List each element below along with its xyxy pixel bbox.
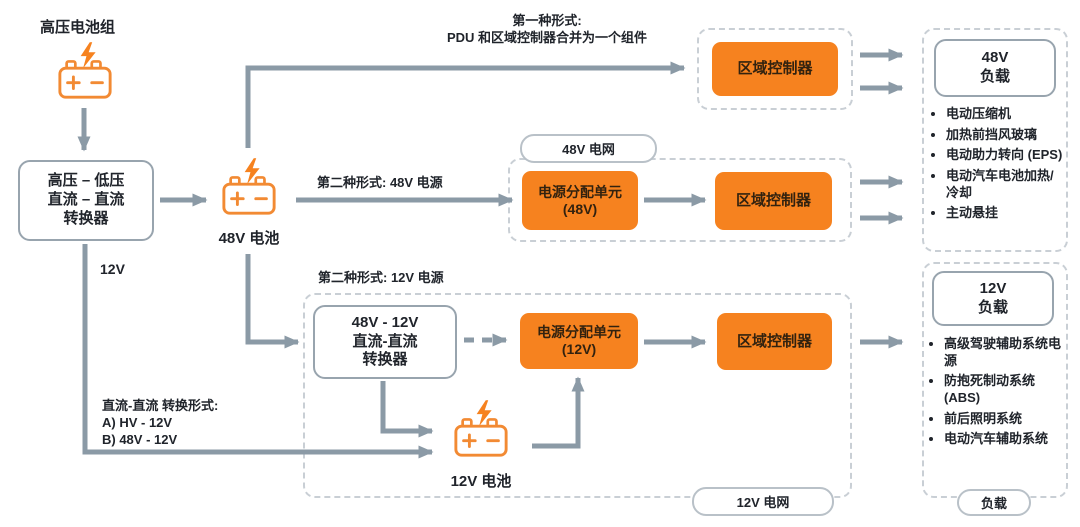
load-list-item: 电动汽车电池加热/冷却 xyxy=(946,168,1066,201)
tap-12v-label: 12V xyxy=(100,261,125,277)
load-list-item: 高级驾驶辅助系统电源 xyxy=(944,336,1066,369)
load-list-item: 电动汽车辅助系统 xyxy=(944,431,1066,448)
loads48-list: 电动压缩机加热前挡风玻璃电动助力转向 (EPS) 电动汽车电池加热/冷却主动悬挂 xyxy=(930,106,1066,226)
pdu-12v-box: 电源分配单元 (12V) xyxy=(520,313,638,369)
converter-48-12-box: 48V - 12V 直流-直流 转换器 xyxy=(313,305,457,379)
hv-battery-icon xyxy=(56,42,114,111)
load-list-item: 加热前挡风玻璃 xyxy=(946,127,1066,144)
battery-12v-label: 12V 电池 xyxy=(450,473,512,490)
loads12-header-box: 12V 负载 xyxy=(932,271,1054,326)
zone1-dashed-frame xyxy=(697,28,853,110)
loads48-dashed-frame xyxy=(922,28,1068,252)
battery-48v-icon xyxy=(220,158,278,227)
loads-tag: 负载 xyxy=(957,489,1031,516)
load-list-item: 前后照明系统 xyxy=(944,411,1066,428)
loads12-list: 高级驾驶辅助系统电源防抱死制动系统 (ABS) 前后照明系统电动汽车辅助系统 xyxy=(928,336,1066,452)
battery-12v-icon xyxy=(452,400,510,469)
zone-controller-top-box: 区域控制器 xyxy=(712,42,838,96)
hv-battery-pack-label: 高压电池组 xyxy=(40,19,116,36)
load-list-item: 电动压缩机 xyxy=(946,106,1066,123)
dcdc-forms-note: 直流-直流 转换形式: A) HV - 12V B) 48V - 12V xyxy=(102,398,219,447)
form2-12v-note: 第二种形式: 12V 电源 xyxy=(318,270,444,285)
battery-48v-label: 48V 电池 xyxy=(218,230,280,247)
form2-48v-note: 第二种形式: 48V 电源 xyxy=(317,175,443,190)
load-list-item: 防抱死制动系统 (ABS) xyxy=(944,373,1066,406)
load-list-item: 电动助力转向 (EPS) xyxy=(946,147,1066,164)
hv-lv-dcdc-converter-box: 高压 – 低压 直流 – 直流 转换器 xyxy=(18,160,154,241)
loads48-header-box: 48V 负载 xyxy=(934,39,1056,97)
zone-controller-low-box: 区域控制器 xyxy=(717,313,832,370)
zone-controller-mid-box: 区域控制器 xyxy=(715,172,832,230)
pdu-48v-box: 电源分配单元 (48V) xyxy=(522,171,638,230)
form1-note: 第一种形式: PDU 和区域控制器合并为一个组件 xyxy=(446,13,648,45)
load-list-item: 主动悬挂 xyxy=(946,205,1066,222)
grid48-tag: 48V 电网 xyxy=(520,134,657,163)
grid12-tag: 12V 电网 xyxy=(692,487,834,516)
